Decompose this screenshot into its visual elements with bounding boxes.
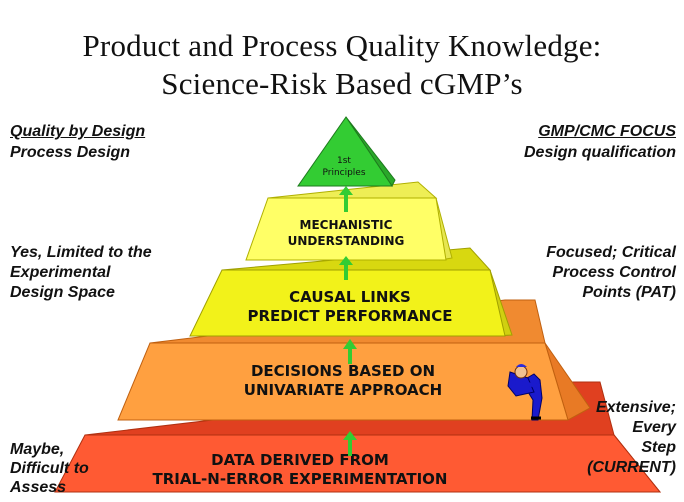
up-arrow-icon bbox=[343, 339, 357, 364]
person-climbing-icon bbox=[507, 364, 543, 421]
right-heading: GMP/CMC FOCUS bbox=[538, 123, 676, 140]
tier-1-label-line-2: Principles bbox=[322, 168, 365, 178]
right-bottom-line-4: (CURRENT) bbox=[587, 459, 676, 476]
left-bottom-line-1: Maybe, bbox=[10, 441, 65, 458]
right-bottom-line-1: Extensive; bbox=[595, 399, 676, 416]
title-line-2: Science-Risk Based cGMP’s bbox=[161, 66, 523, 101]
right-middle-line-2: Process Control bbox=[552, 264, 676, 281]
tier-3-label-line-1: CAUSAL LINKS bbox=[289, 288, 411, 306]
left-middle-line-2: Experimental bbox=[10, 264, 111, 281]
tier-2-label-line-2: UNDERSTANDING bbox=[288, 234, 405, 248]
left-subheading: Process Design bbox=[10, 144, 131, 161]
right-middle-line-3: Points (PAT) bbox=[582, 284, 676, 301]
title-line-1: Product and Process Quality Knowledge: bbox=[82, 28, 602, 63]
tier-5-label-line-1: DATA DERIVED FROM bbox=[211, 451, 389, 469]
tier-1-label-line-1: 1st bbox=[337, 156, 351, 166]
tier-4-label-line-2: UNIVARIATE APPROACH bbox=[244, 381, 442, 399]
left-middle-line-1: Yes, Limited to the bbox=[10, 244, 152, 261]
up-arrow-icon bbox=[339, 186, 353, 212]
tier-2-label-line-1: MECHANISTIC bbox=[300, 218, 393, 232]
right-subheading: Design qualification bbox=[523, 144, 676, 161]
tier-3: CAUSAL LINKS PREDICT PERFORMANCE bbox=[189, 247, 513, 337]
left-bottom-line-2: Difficult to bbox=[10, 460, 89, 477]
tier-4-label-line-1: DECISIONS BASED ON bbox=[251, 362, 435, 380]
tier-2: MECHANISTIC UNDERSTANDING bbox=[245, 181, 453, 261]
right-bottom-line-3: Step bbox=[641, 439, 676, 456]
tier-1: 1st Principles bbox=[297, 116, 396, 187]
tier-5-label-line-2: TRIAL-N-ERROR EXPERIMENTATION bbox=[153, 470, 448, 488]
up-arrow-icon bbox=[339, 256, 353, 280]
left-middle-line-3: Design Space bbox=[10, 284, 115, 301]
tier-3-label-line-2: PREDICT PERFORMANCE bbox=[248, 307, 453, 325]
up-arrow-icon bbox=[343, 431, 357, 456]
left-bottom-line-3: Assess bbox=[10, 479, 67, 496]
right-bottom-line-2: Every bbox=[632, 419, 676, 436]
right-middle-line-1: Focused; Critical bbox=[546, 244, 676, 261]
left-heading: Quality by Design bbox=[10, 123, 146, 140]
